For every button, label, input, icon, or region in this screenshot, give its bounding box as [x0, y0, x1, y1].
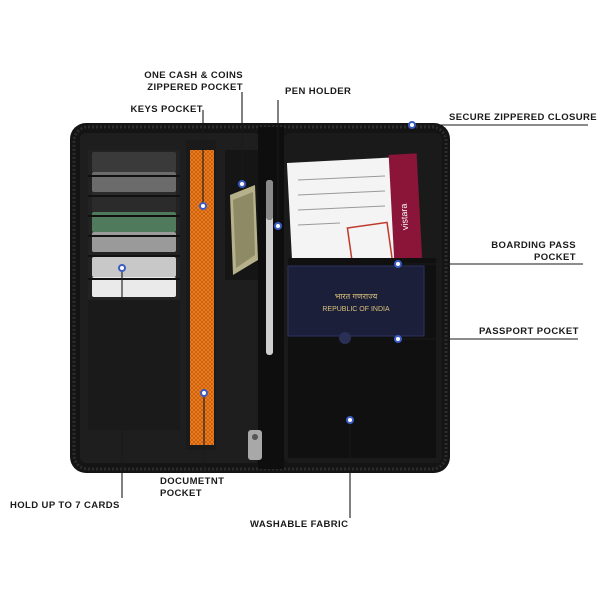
card — [92, 257, 176, 277]
boarding-pass — [286, 153, 424, 283]
callout-dots — [118, 121, 416, 424]
callout-keys-pocket: KEYS POCKET — [130, 104, 203, 115]
callout-cards: HOLD UP TO 7 CARDS — [10, 500, 120, 511]
callout-cash-pocket-line1: ONE CASH & COINS — [144, 70, 243, 81]
callout-dot — [346, 416, 354, 424]
callout-pen-holder: PEN HOLDER — [285, 86, 352, 97]
callout-dot — [394, 335, 402, 343]
passport-title: REPUBLIC OF INDIA — [322, 306, 390, 313]
pen — [266, 180, 273, 355]
zipper-pull — [248, 430, 262, 460]
callout-dot — [408, 121, 416, 129]
callout-cash-pocket: ONE CASH & COINS ZIPPERED POCKET — [143, 70, 243, 94]
callout-boarding-pass-line2: POCKET — [534, 252, 576, 263]
callout-document-pocket-line1: DOCUMETNT — [160, 476, 225, 487]
callout-dot — [238, 180, 246, 188]
boarding-pass-stub — [388, 153, 424, 283]
passport — [288, 266, 424, 336]
card — [92, 277, 176, 297]
callout-dot — [394, 260, 402, 268]
callout-passport-pocket: PASSPORT POCKET — [479, 326, 579, 337]
callout-document-pocket-line2: POCKET — [160, 488, 202, 499]
callout-zipper-closure: SECURE ZIPPERED CLOSURE — [449, 112, 598, 123]
card-slots — [88, 150, 180, 430]
callout-fabric: WASHABLE FABRIC — [250, 519, 349, 530]
card — [92, 152, 176, 172]
callout-dot — [274, 222, 282, 230]
callout-document-pocket: DOCUMETNT POCKET — [160, 476, 224, 500]
callout-boarding-pass-line1: BOARDING PASS — [491, 240, 576, 251]
callout-dot — [118, 264, 126, 272]
callout-dot — [199, 202, 207, 210]
boarding-pass-brand: vistara — [399, 203, 410, 230]
passport-title-local: भारत गणराज्य — [335, 292, 378, 301]
callout-boarding-pass: BOARDING PASS POCKET — [470, 240, 576, 264]
callout-lines — [121, 92, 588, 518]
callout-cash-pocket-line2: ZIPPERED POCKET — [147, 82, 243, 93]
callout-dot — [200, 389, 208, 397]
